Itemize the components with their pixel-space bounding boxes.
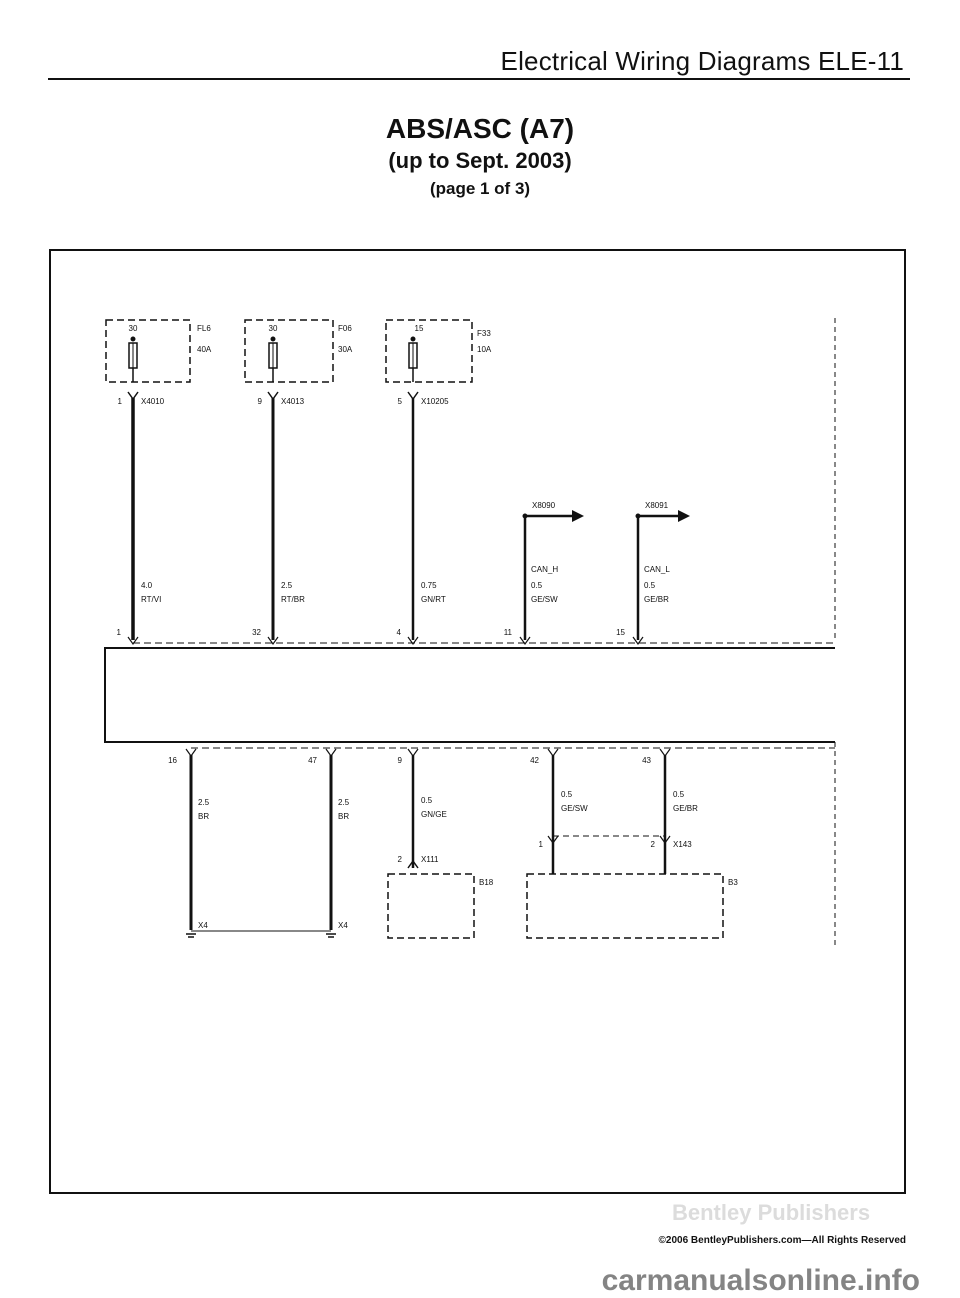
wire-47-size: 2.5 [338, 798, 350, 807]
pin-chevron-9 [407, 748, 419, 758]
copyright-footer: ©2006 BentleyPublishers.com—All Rights R… [658, 1235, 906, 1246]
module-pin-32: 32 [252, 628, 261, 637]
fuse-f33-id: F33 [477, 329, 491, 338]
fuse-symbol-fl6 [128, 336, 138, 382]
can-connector-x8091 [635, 510, 690, 640]
fuse-f33-pin: 5 [398, 397, 403, 406]
can-l-size: 0.5 [644, 581, 656, 590]
module-pin-9: 9 [398, 756, 403, 765]
connector-x4013-label: X4013 [281, 397, 305, 406]
can-l-color: GE/BR [644, 595, 669, 604]
diagram-title: ABS/ASC (A7) [385, 113, 575, 144]
fuse-f06-pin: 9 [258, 397, 263, 406]
ground-symbol-x4-right [326, 933, 336, 938]
wire-4-color: GN/RT [421, 595, 446, 604]
module-pin-42: 42 [530, 756, 539, 765]
fuse-box-f06 [244, 319, 334, 383]
module-pin-11: 11 [504, 628, 513, 637]
module-pin-4: 4 [397, 628, 402, 637]
can-h-size: 0.5 [531, 581, 543, 590]
wire-47-color: BR [338, 812, 349, 821]
can-h-signal: CAN_H [531, 565, 558, 574]
wire-4-size: 0.75 [421, 581, 437, 590]
fuse-fl6-rating: 40A [197, 345, 212, 354]
title-block: ABS/ASC (A7) (up to Sept. 2003) (page 1 … [0, 112, 960, 202]
connector-x10205-label: X10205 [421, 397, 449, 406]
pin-chevron-11 [519, 636, 531, 646]
connector-chevron-x4010 [127, 391, 139, 401]
module-pin-43: 43 [642, 756, 651, 765]
x143-pin-1: 1 [539, 840, 544, 849]
connector-chevron-x4013 [267, 391, 279, 401]
module-pin-15: 15 [616, 628, 625, 637]
can-h-color: GE/SW [531, 595, 558, 604]
fuse-f06-id: F06 [338, 324, 352, 333]
wire-42-color: GE/SW [561, 804, 588, 813]
x111-pin: 2 [398, 855, 403, 864]
fuse-f33-rating: 10A [477, 345, 492, 354]
fuse-fl6-id: FL6 [197, 324, 211, 333]
publisher-ghost-mark: Bentley Publishers [672, 1200, 871, 1225]
control-module-body [104, 647, 835, 743]
pin-chevron-1 [127, 636, 139, 646]
can-l-signal: CAN_L [644, 565, 670, 574]
page-note: (page 1 of 3) [429, 179, 531, 198]
fuse-f33-terminal: 15 [415, 324, 424, 333]
x143-pin-2: 2 [651, 840, 656, 849]
connector-chevron-x10205 [407, 391, 419, 401]
wire-9-size: 0.5 [421, 796, 433, 805]
site-watermark: carmanualsonline.info [601, 1264, 920, 1297]
wire-42-size: 0.5 [561, 790, 573, 799]
ground-x4-right-label: X4 [338, 921, 348, 930]
wire-16-color: BR [198, 812, 209, 821]
diagram-subtitle: (up to Sept. 2003) [388, 148, 572, 173]
sensor-box-b18 [387, 873, 475, 939]
pin-chevron-42 [547, 748, 559, 758]
wire-43-color: GE/BR [673, 804, 698, 813]
pin-chevron-4 [407, 636, 419, 646]
connector-chevron-x143-2 [659, 835, 671, 845]
connector-x4010-label: X4010 [141, 397, 165, 406]
wire-43-size: 0.5 [673, 790, 685, 799]
can-connector-x8090 [522, 510, 584, 640]
x143-label: X143 [673, 840, 692, 849]
b3-label: B3 [728, 878, 738, 887]
fuse-fl6-terminal: 30 [129, 324, 138, 333]
wire-32-color: RT/BR [281, 595, 305, 604]
fuse-f06-terminal: 30 [269, 324, 278, 333]
pin-chevron-43 [659, 748, 671, 758]
fuse-box-f33 [385, 319, 473, 383]
module-pin-47: 47 [308, 756, 317, 765]
module-pin-1: 1 [117, 628, 122, 637]
sensor-box-b3 [526, 873, 724, 939]
wire-1-color: RT/VI [141, 595, 161, 604]
ground-x4-left-label: X4 [198, 921, 208, 930]
can-x8091-label: X8091 [645, 501, 669, 510]
pin-chevron-32 [267, 636, 279, 646]
x111-label: X111 [421, 855, 439, 864]
b18-label: B18 [479, 878, 494, 887]
wire-16-size: 2.5 [198, 798, 210, 807]
ground-symbol-x4-left [186, 933, 196, 938]
fuse-f06-rating: 30A [338, 345, 353, 354]
footer-block: ©2006 BentleyPublishers.com—All Rights R… [0, 1230, 906, 1248]
page-header: Electrical Wiring Diagrams ELE-11 [48, 44, 910, 80]
fuse-fl6-pin: 1 [118, 397, 123, 406]
connector-chevron-x143-1 [547, 835, 559, 845]
fuse-symbol-f33 [408, 336, 418, 382]
header-text: Electrical Wiring Diagrams ELE-11 [500, 46, 904, 76]
wire-1-size: 4.0 [141, 581, 153, 590]
diagram-frame [49, 249, 906, 1194]
wire-32-size: 2.5 [281, 581, 293, 590]
fuse-box-fl6 [105, 319, 191, 383]
module-pin-16: 16 [168, 756, 177, 765]
pin-chevron-15 [632, 636, 644, 646]
connector-chevron-x111 [407, 859, 419, 869]
fuse-symbol-f06 [268, 336, 278, 382]
pin-chevron-16 [185, 748, 197, 758]
can-x8090-label: X8090 [532, 501, 556, 510]
pin-chevron-47 [325, 748, 337, 758]
wire-9-color: GN/GE [421, 810, 447, 819]
